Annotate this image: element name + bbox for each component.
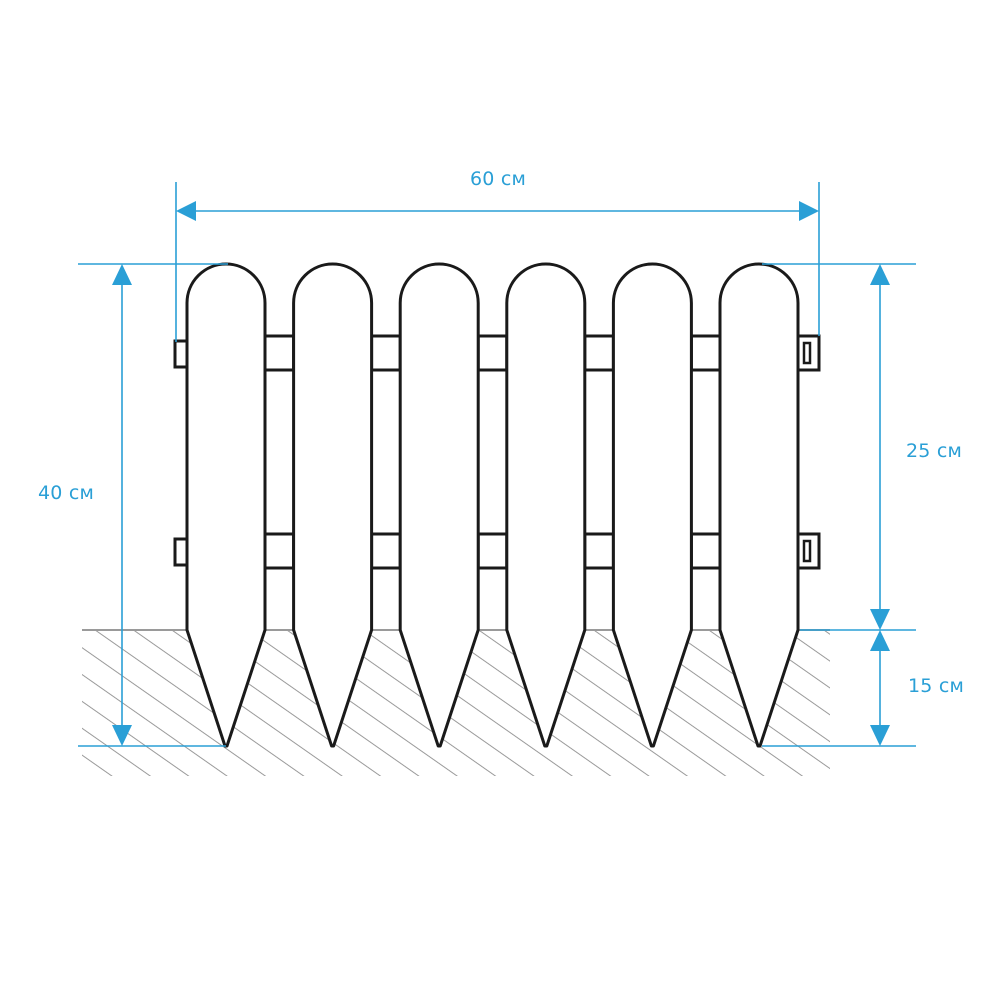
- rail-clips: [173, 334, 821, 570]
- rail-segment: [689, 532, 722, 570]
- width-label: 60 см: [470, 168, 526, 190]
- picket: [505, 262, 587, 748]
- rail-segment: [370, 334, 402, 372]
- rail-segment: [476, 532, 509, 570]
- picket: [398, 262, 480, 748]
- right-clip-bottom-slot: [802, 539, 812, 563]
- rail-segment: [476, 334, 509, 372]
- fence-pickets: [185, 262, 800, 748]
- above-ground-dimension: [762, 263, 916, 631]
- total-height-label: 40 см: [38, 482, 94, 504]
- total-height-dimension: [78, 263, 228, 747]
- rail-segment: [263, 532, 296, 570]
- rail-segment: [370, 532, 402, 570]
- rail-segment: [583, 532, 615, 570]
- below-ground-label: 15 см: [908, 675, 964, 697]
- width-dimension: [175, 182, 820, 342]
- picket: [718, 262, 800, 748]
- picket: [611, 262, 693, 748]
- rail-segment: [263, 334, 296, 372]
- below-ground-dimension: [762, 630, 916, 747]
- left-clip-top: [173, 339, 189, 369]
- picket: [185, 262, 267, 748]
- picket: [292, 262, 374, 748]
- right-clip-top-slot: [802, 341, 812, 365]
- above-ground-label: 25 см: [906, 440, 962, 462]
- left-clip-bottom: [173, 537, 189, 567]
- rail-segment: [583, 334, 615, 372]
- rail-segment: [689, 334, 722, 372]
